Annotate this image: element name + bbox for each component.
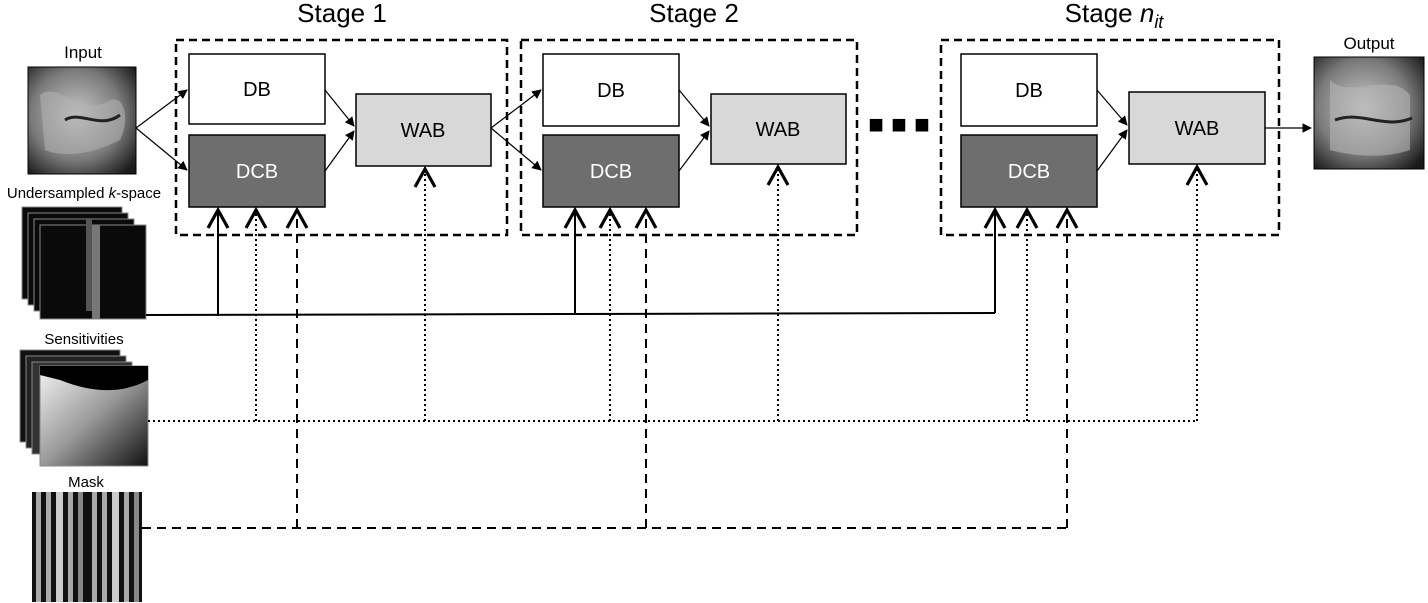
sensitivities-label: Sensitivities bbox=[44, 331, 123, 348]
stage-n-it-wab-block: WAB bbox=[1128, 91, 1266, 165]
sensitivities-bus bbox=[148, 163, 1209, 422]
svg-text:WAB: WAB bbox=[756, 119, 801, 141]
stage-2-dcb-block: DCB bbox=[542, 134, 680, 208]
arrow-dbn-to-wabn bbox=[1096, 89, 1128, 126]
arrow-wab1-to-db2 bbox=[490, 89, 542, 129]
stage-1: Stage 1 DB DCB WAB bbox=[174, 0, 509, 237]
stage-n-it-title: Stage nit bbox=[1065, 0, 1165, 32]
stage-2-frame bbox=[519, 38, 859, 237]
arrow-dcb2-to-wab2 bbox=[678, 130, 710, 172]
stage-n-it-db-block: DB bbox=[960, 53, 1098, 127]
arrow-wab1-to-dcb2 bbox=[490, 127, 542, 171]
arrow-db1-to-wab1 bbox=[324, 89, 355, 127]
stage-n-it-dcb-block: DCB bbox=[960, 134, 1098, 208]
kspace-bus bbox=[145, 206, 1007, 316]
stage-2-db-block: DB bbox=[542, 53, 680, 127]
svg-text:DCB: DCB bbox=[1008, 161, 1050, 183]
svg-text:DB: DB bbox=[597, 80, 625, 102]
ellipsis: ■ ■ ■ bbox=[868, 109, 930, 139]
stage-n-it: Stage nit DB DCB WAB bbox=[939, 0, 1281, 237]
svg-text:DCB: DCB bbox=[236, 161, 278, 183]
stage-1-frame bbox=[174, 38, 509, 237]
svg-text:DB: DB bbox=[1015, 80, 1043, 102]
arrow-dcb1-to-wab1 bbox=[324, 130, 355, 172]
mask-image bbox=[32, 492, 142, 602]
mask-label: Mask bbox=[68, 474, 104, 491]
stage-1-wab-block: WAB bbox=[355, 93, 492, 167]
stage-n-it-frame bbox=[939, 38, 1281, 237]
stage-1-title: Stage 1 bbox=[297, 0, 387, 28]
svg-text:WAB: WAB bbox=[1175, 118, 1220, 140]
stage-1-dcb-block: DCB bbox=[188, 134, 326, 208]
kspace-label: Undersampled k-space bbox=[7, 185, 161, 202]
output-label: Output bbox=[1343, 34, 1394, 53]
stage-2-wab-block: WAB bbox=[710, 93, 847, 165]
arrow-dcbn-to-wabn bbox=[1096, 129, 1128, 172]
input-label: Input bbox=[64, 43, 102, 62]
sensitivities-image-stack bbox=[19, 349, 149, 467]
output-mri-image bbox=[1313, 56, 1425, 170]
svg-text:DCB: DCB bbox=[590, 161, 632, 183]
kspace-image-stack bbox=[21, 206, 147, 320]
mask-bus bbox=[142, 206, 1079, 529]
input-mri-image bbox=[27, 66, 137, 175]
svg-text:DB: DB bbox=[243, 79, 271, 101]
arrow-input-to-dcb-1 bbox=[135, 127, 188, 171]
stage-2-title: Stage 2 bbox=[649, 0, 739, 28]
stage-2: Stage 2 DB DCB WAB bbox=[519, 0, 859, 237]
svg-text:WAB: WAB bbox=[401, 120, 446, 142]
stage-1-db-block: DB bbox=[188, 53, 326, 125]
arrow-input-to-db-1 bbox=[135, 89, 188, 129]
internal-connections bbox=[135, 89, 1312, 172]
arrow-db2-to-wab2 bbox=[678, 89, 710, 127]
